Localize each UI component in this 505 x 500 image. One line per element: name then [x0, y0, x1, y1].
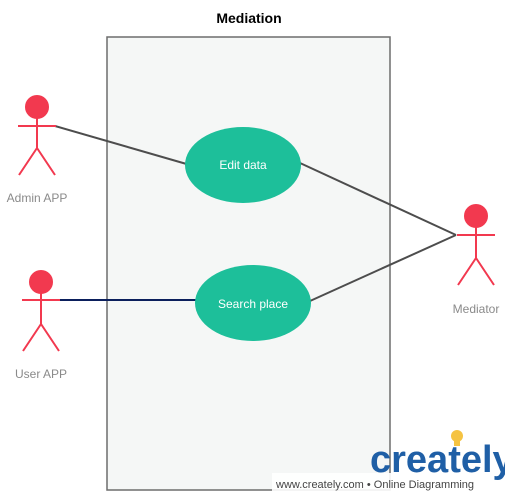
creately-watermark: creately www.creately.com • Online Diagr… [272, 430, 505, 493]
usecase-edit-label: Edit data [219, 158, 267, 172]
creately-caption: www.creately.com • Online Diagramming [275, 479, 474, 491]
link-search-mediator [309, 234, 457, 302]
usecase-edit-data: Edit data [185, 127, 301, 203]
usecase-search-place: Search place [195, 265, 311, 341]
actor-user-app [22, 270, 60, 352]
actor-admin-app [18, 95, 56, 176]
usecase-search-label: Search place [218, 297, 288, 311]
system-boundary [106, 36, 391, 491]
actor-mediator [457, 204, 495, 286]
actor-admin-label: Admin APP [7, 191, 68, 205]
actor-user-label: User APP [15, 367, 67, 381]
link-edit-mediator [299, 162, 457, 236]
creately-brand: creately [370, 439, 505, 481]
actor-mediator-label: Mediator [453, 302, 500, 316]
lightbulb-icon [451, 430, 463, 446]
diagram-title: Mediation [216, 10, 281, 26]
link-admin-edit [54, 125, 191, 166]
